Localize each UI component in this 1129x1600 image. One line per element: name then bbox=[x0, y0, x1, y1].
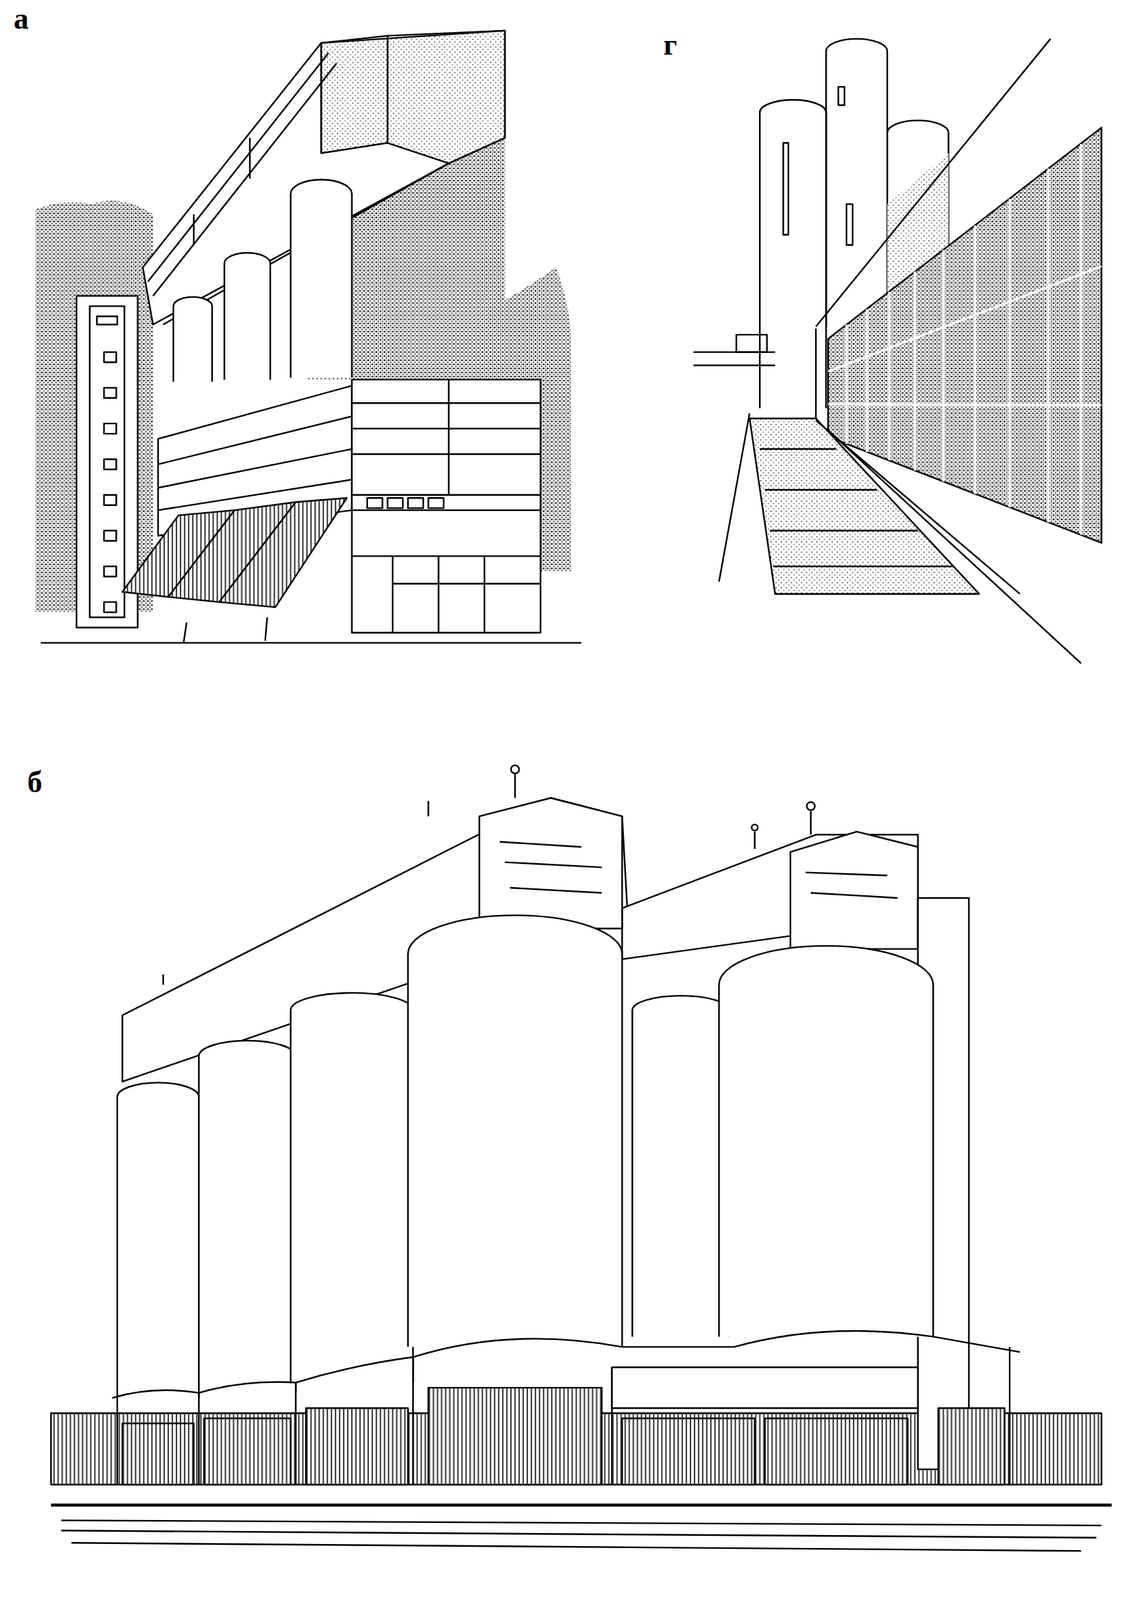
panel-letter: а bbox=[13, 4, 29, 35]
panel-letter: г bbox=[663, 30, 678, 61]
base-arcade bbox=[111, 1330, 1020, 1484]
panel-g-drawing bbox=[693, 38, 1102, 663]
panel-letter: б bbox=[27, 767, 43, 798]
panel-a-drawing bbox=[35, 30, 581, 643]
panel-b-drawing bbox=[51, 765, 1112, 1551]
